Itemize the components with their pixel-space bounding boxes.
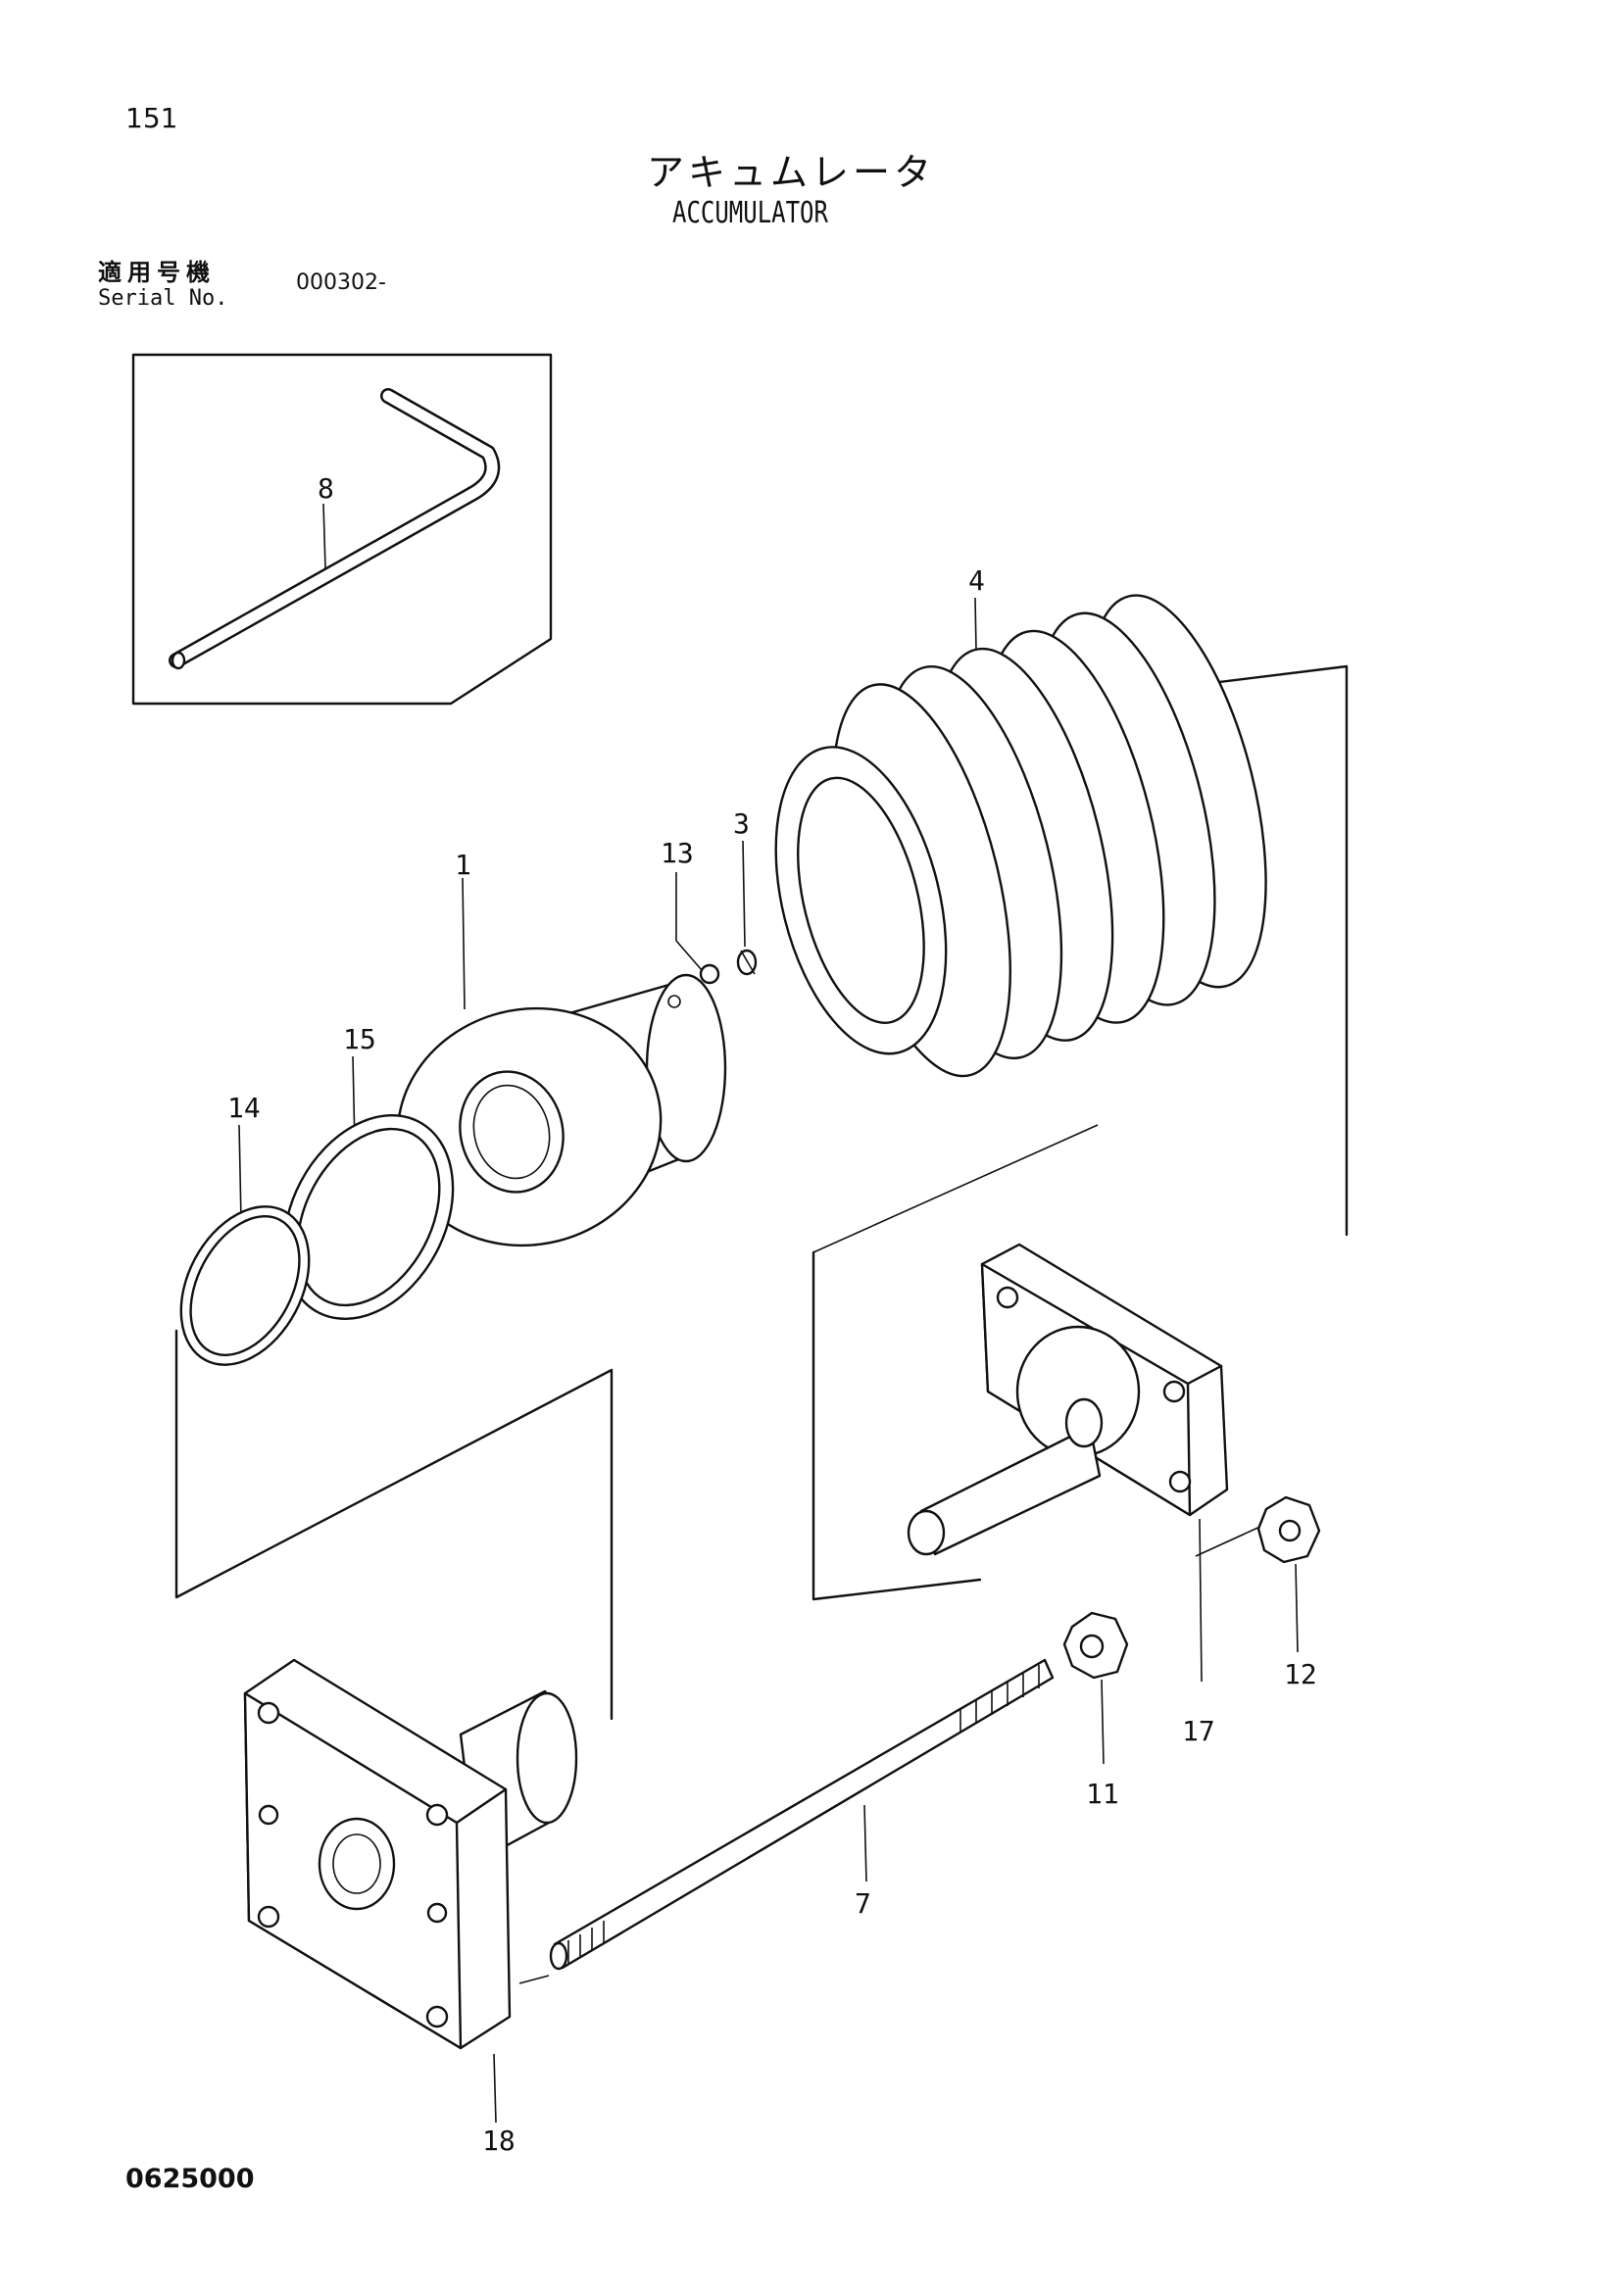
callout-labels: 8 4 3 13 1 15 14 12 17 11 7 18 — [227, 472, 1317, 2157]
piston — [396, 877, 727, 1247]
callout-8: 8 — [318, 472, 334, 505]
serial-label-japanese: 適用号機 — [98, 259, 216, 286]
serial-number-value: 000302- — [296, 270, 386, 295]
serial-label-english: Serial No. — [98, 286, 228, 311]
title-english: ACCUMULATOR — [672, 196, 828, 230]
title-japanese: アキュムレータ — [647, 151, 936, 194]
callout-14: 14 — [227, 1092, 261, 1124]
steel-ball — [699, 963, 720, 985]
callout-3: 3 — [733, 807, 750, 840]
base-flange — [243, 1658, 578, 2124]
nuts — [1062, 1495, 1321, 1765]
seal-rings — [179, 1055, 455, 1366]
coil-spring — [774, 594, 1349, 1237]
page-number: 151 — [125, 102, 178, 134]
callout-7: 7 — [855, 1887, 871, 1920]
callout-1: 1 — [455, 849, 471, 881]
callout-13: 13 — [661, 837, 694, 869]
callout-12: 12 — [1284, 1658, 1317, 1690]
flange-with-shaft — [907, 1243, 1229, 1683]
callout-11: 11 — [1086, 1778, 1119, 1810]
set-screw-and-ball — [675, 840, 758, 985]
assembly-guide-lines — [174, 1124, 1265, 1984]
callout-4: 4 — [968, 564, 985, 597]
stud-bolt — [549, 1658, 1055, 1971]
callout-15: 15 — [343, 1023, 376, 1055]
document-code: 0625000 — [125, 2164, 255, 2194]
hex-wrench-end — [171, 651, 186, 670]
seal-ring-14 — [179, 1205, 311, 1366]
callout-17: 17 — [1182, 1715, 1215, 1747]
tool-inset — [131, 353, 553, 706]
callout-18: 18 — [482, 2125, 516, 2157]
